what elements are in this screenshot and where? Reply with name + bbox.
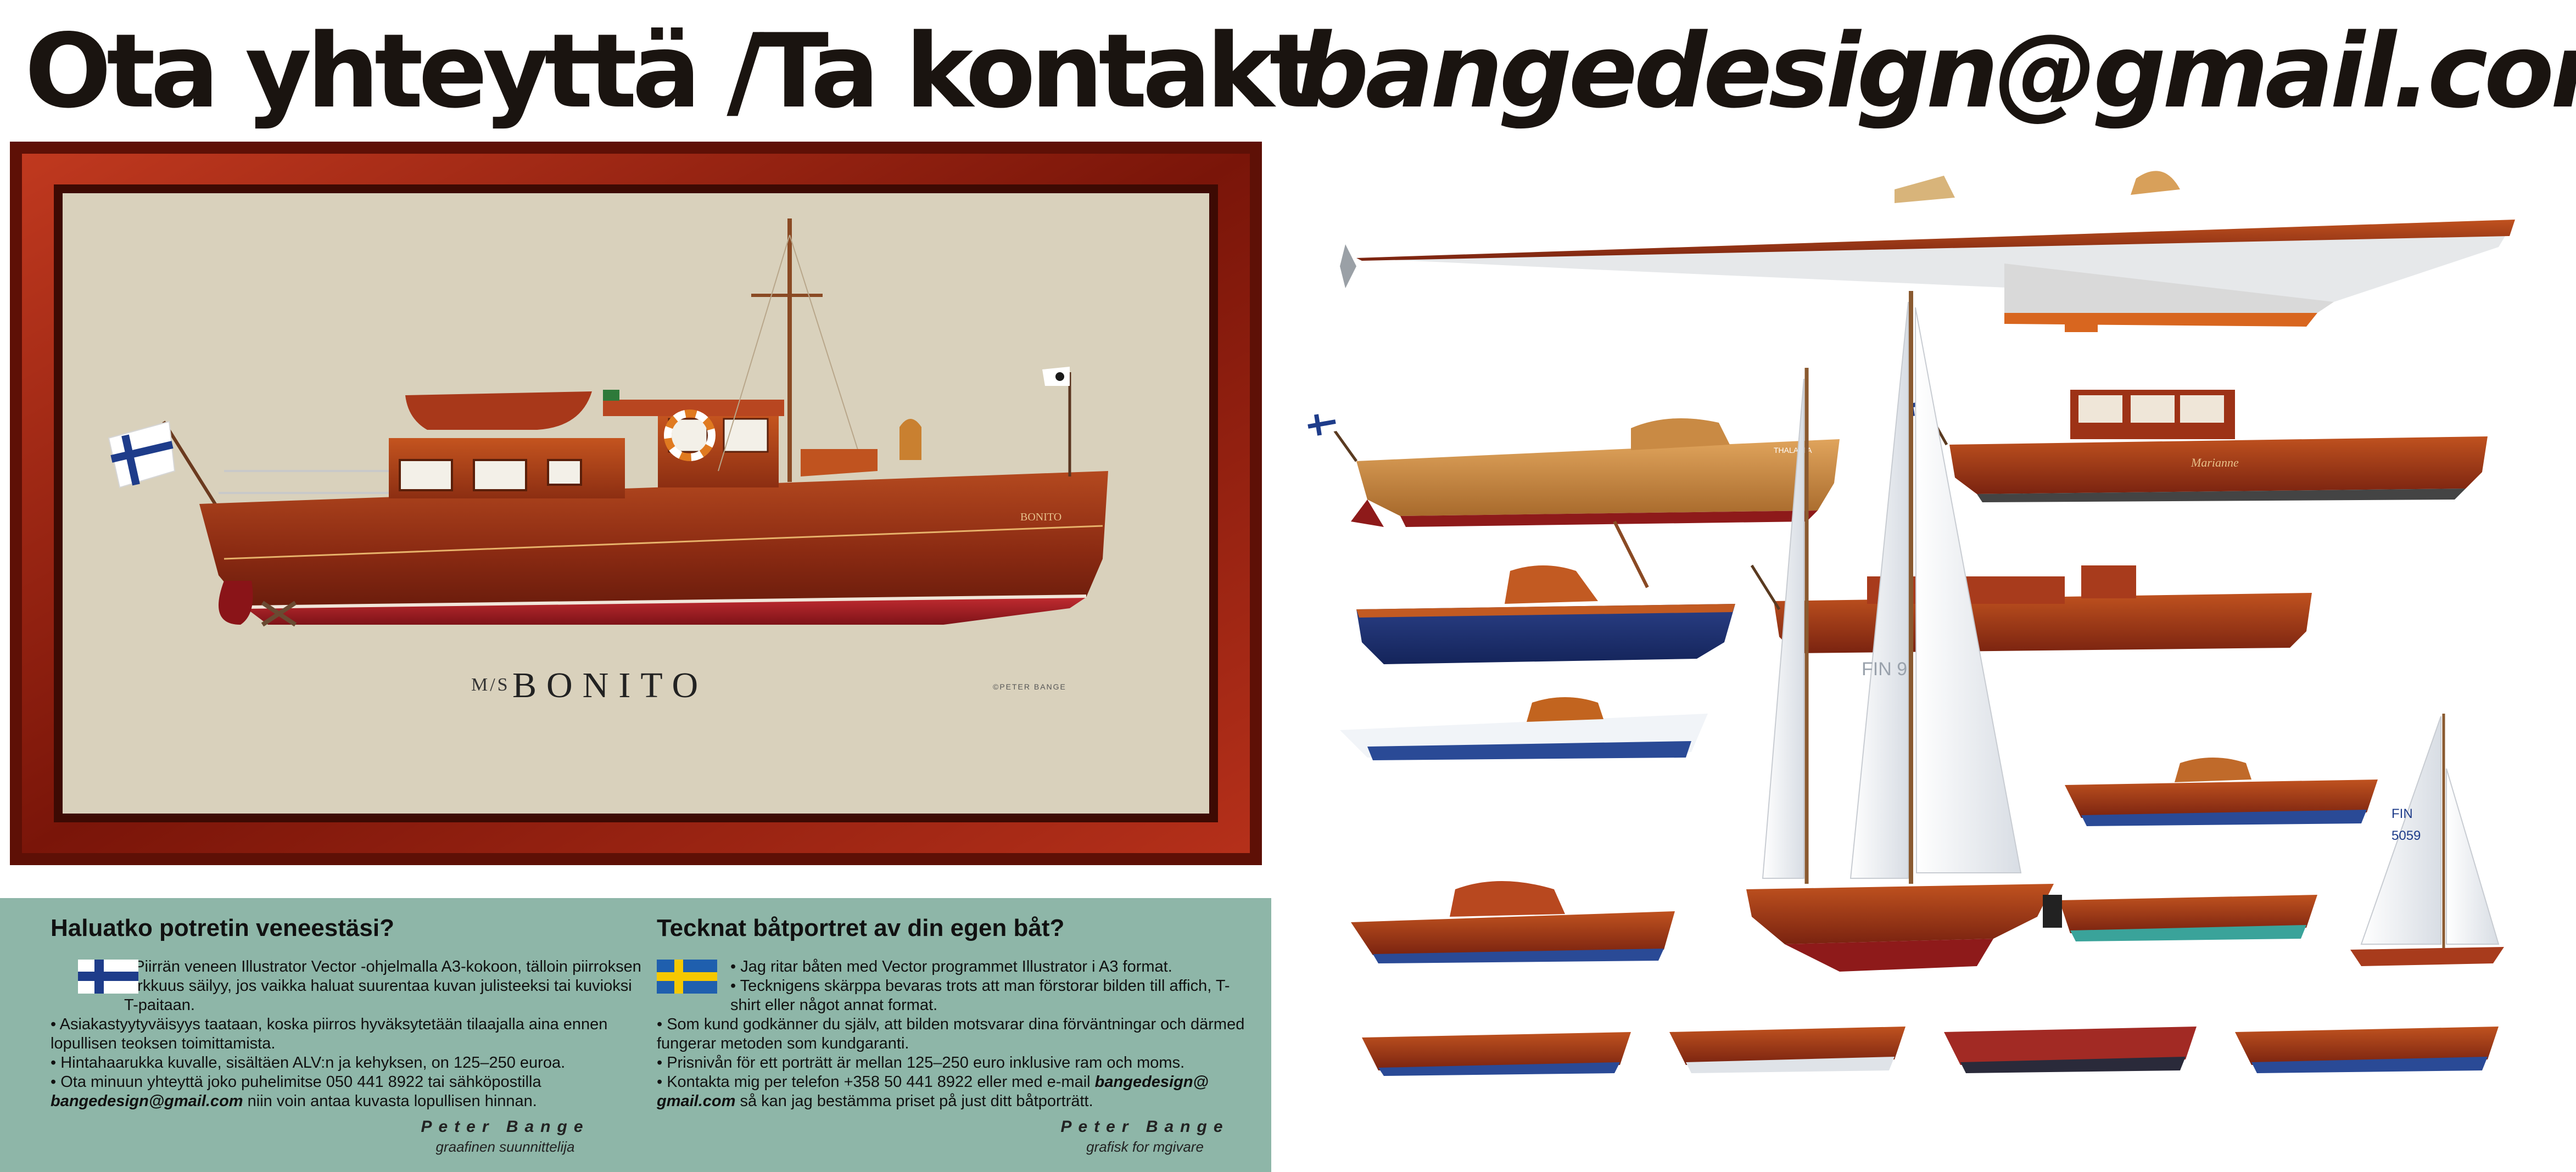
finnish-bullet-5-text: niin voin antaa kuvasta lopullisen hinna… bbox=[243, 1092, 537, 1110]
white-speedboat bbox=[1340, 697, 1708, 760]
finnish-bullet-2: • Asiakastyytyväisyys taataan, koska pii… bbox=[51, 1016, 608, 1052]
swedish-bullet-2: • Tecknigens skärppa bevaras trots att m… bbox=[730, 977, 1230, 1014]
finnish-bullet-3: • Hintahaarukka kuvalle, sisältäen ALV:n… bbox=[51, 1054, 566, 1072]
swedish-email-link-b[interactable]: gmail.com bbox=[657, 1092, 736, 1110]
swedish-bullet-5: • Kontakta mig per telefon +358 50 441 8… bbox=[657, 1073, 1255, 1111]
swedish-heading: Tecknat båtportret av din egen båt? bbox=[657, 915, 1065, 941]
boat-marianne: Marianne bbox=[1900, 390, 2488, 502]
swedish-bullet-5-text: så kan jag bestämma priset på just ditt … bbox=[735, 1092, 1093, 1110]
swedish-column: Tecknat båtportret av din egen båt? • Ja… bbox=[657, 915, 1255, 1111]
finnish-signature-role: graafinen suunnittelija bbox=[435, 1139, 575, 1155]
finnish-bullet-5: bangedesign@gmail.com niin voin antaa ku… bbox=[51, 1092, 649, 1111]
small-cruiser-1 bbox=[1351, 881, 1675, 963]
racing-hydroplane bbox=[1340, 171, 2515, 332]
navy-cruiser bbox=[1356, 520, 1735, 664]
small-cruiser-5 bbox=[2235, 1027, 2499, 1073]
sailboat-fin-5059: FIN 5059 bbox=[2350, 714, 2504, 966]
portrait-boat-name: BONITO bbox=[512, 665, 708, 705]
contact-email-headline[interactable]: bangedesign@gmail.com bbox=[1296, 12, 2576, 131]
dinghy bbox=[405, 391, 592, 430]
runabout-right bbox=[2065, 758, 2378, 826]
framed-boat-portrait: BONITO M/S BONITO ©PETER BANGE bbox=[10, 142, 1262, 865]
finnish-bullet-4: • Ota minuun yhteyttä joko puhelimitse 0… bbox=[51, 1073, 541, 1091]
swedish-email-link-a[interactable]: bangedesign@ bbox=[1094, 1073, 1209, 1091]
sailboat-fin-9: FIN 9 bbox=[1746, 291, 2054, 972]
sail-number-fin: FIN bbox=[2391, 806, 2413, 821]
finnish-bullet-1: • Piirrän veneen Illustrator Vector -ohj… bbox=[124, 958, 641, 1014]
finnish-signature-name: Peter Bange bbox=[421, 1118, 590, 1136]
marianne-label: Marianne bbox=[2191, 456, 2239, 469]
bonito-hull bbox=[199, 471, 1108, 608]
small-cruiser-3 bbox=[1669, 1027, 1906, 1073]
finnish-flag-stern bbox=[108, 420, 220, 511]
outboard-runabout bbox=[2043, 895, 2317, 941]
swedish-bullet-4: • Prisnivån för ett porträtt är mellan 1… bbox=[657, 1054, 1185, 1072]
bonito-bottom bbox=[246, 597, 1086, 625]
portrait-credit: ©PETER BANGE bbox=[993, 682, 1066, 691]
contact-headline: Ota yhteyttä /Ta kontakt bbox=[25, 12, 1318, 131]
finnish-heading: Haluatko potretin veneestäsi? bbox=[51, 915, 394, 941]
swedish-signature-name: Peter Bange bbox=[1060, 1118, 1230, 1136]
sail-number-fin9: FIN 9 bbox=[1862, 659, 1907, 680]
swedish-bullet-3: • Som kund godkänner du själv, att bilde… bbox=[657, 1016, 1245, 1052]
swedish-signature: Peter Bange grafisk for mgivare bbox=[1052, 1118, 1238, 1156]
finnish-signature: Peter Bange graafinen suunnittelija bbox=[406, 1118, 604, 1156]
sail-number-5059: 5059 bbox=[2391, 828, 2421, 843]
finnish-column: Haluatko potretin veneestäsi? • Piirrän … bbox=[51, 915, 649, 1111]
mahogany-launch bbox=[1750, 564, 2312, 653]
hull-name-label: BONITO bbox=[1020, 511, 1061, 523]
portrait-prefix: M/S bbox=[471, 675, 510, 695]
boat-gallery: THALATTA Marianne bbox=[1307, 171, 2515, 1076]
small-cruiser-2 bbox=[1362, 1032, 1631, 1076]
finnish-email-link[interactable]: bangedesign@gmail.com bbox=[51, 1092, 243, 1110]
swedish-signature-role: grafisk for mgivare bbox=[1086, 1139, 1204, 1155]
info-panel: Haluatko potretin veneestäsi? • Piirrän … bbox=[0, 898, 1271, 1172]
swedish-bullet-1: • Jag ritar båten med Vector programmet … bbox=[730, 958, 1172, 975]
rudder bbox=[219, 581, 253, 625]
small-cruiser-4 bbox=[1944, 1027, 2197, 1073]
finland-flag-icon bbox=[78, 960, 138, 994]
boat-thalatta: THALATTA bbox=[1307, 412, 1840, 527]
swedish-bullet-5-lead: • Kontakta mig per telefon +358 50 441 8… bbox=[657, 1073, 1095, 1091]
sweden-flag-icon bbox=[657, 960, 717, 994]
